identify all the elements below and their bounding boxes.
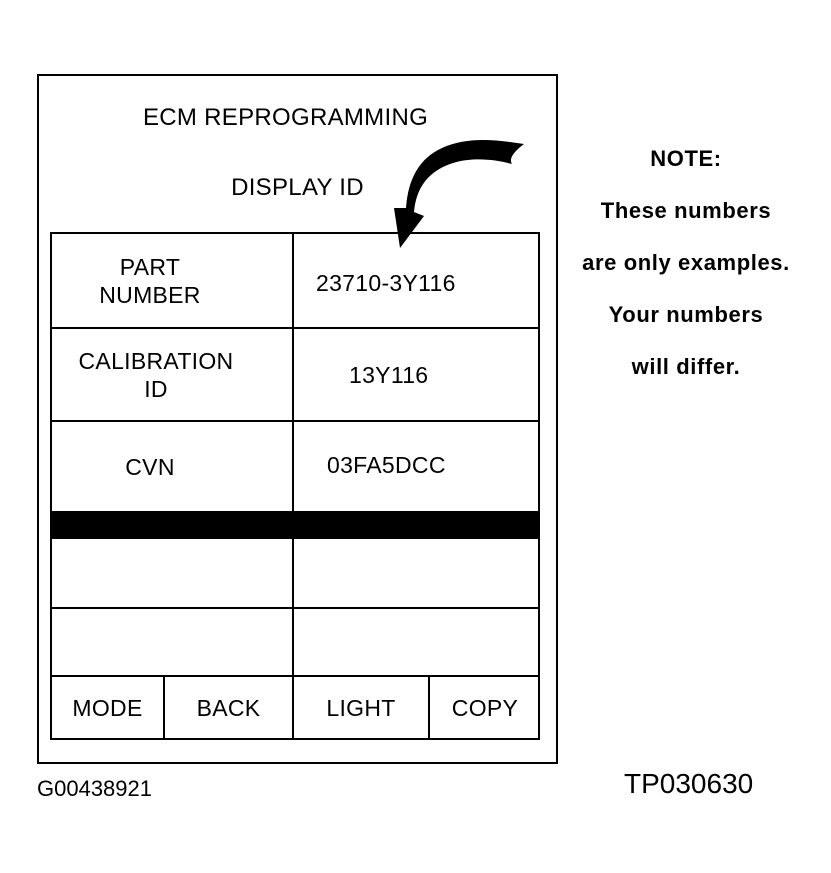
highlight-bar <box>52 511 538 539</box>
part-number-value-text: 23710-3Y116 <box>316 269 456 296</box>
part-number-label: PART NUMBER <box>52 234 292 327</box>
calibration-id-label: CALIBRATION ID <box>52 329 292 420</box>
row-divider <box>52 327 538 329</box>
note-line: These numbers <box>600 198 772 223</box>
copy-button[interactable]: COPY <box>430 677 540 738</box>
note-line: are only examples. <box>582 250 790 275</box>
back-button-label: BACK <box>196 694 261 721</box>
figure-id: G00438921 <box>37 776 152 801</box>
row-divider <box>52 607 538 609</box>
light-button[interactable]: LIGHT <box>294 677 428 738</box>
part-number-value: 23710-3Y116 <box>294 234 540 327</box>
part-number-label-text: PART NUMBER <box>99 253 201 308</box>
light-button-label: LIGHT <box>326 694 396 721</box>
button-divider <box>428 677 430 738</box>
cvn-label: CVN <box>52 422 292 511</box>
note-line: will differ. <box>631 354 741 379</box>
screen-title: ECM REPROGRAMMING <box>142 104 429 131</box>
empty-cell <box>52 539 292 607</box>
mode-button-label: MODE <box>72 694 143 721</box>
curved-arrow-icon <box>394 140 524 248</box>
id-table: PART NUMBER 23710-3Y116 CALIBRATION ID 1… <box>50 232 540 740</box>
back-button[interactable]: BACK <box>165 677 292 738</box>
row-divider <box>52 420 538 422</box>
button-divider <box>163 677 165 738</box>
cvn-value-text: 03FA5DCC <box>327 451 446 478</box>
screen-subtitle: DISPLAY ID <box>231 174 364 201</box>
column-divider <box>292 234 294 675</box>
empty-cell <box>52 609 292 675</box>
cvn-value: 03FA5DCC <box>294 422 540 511</box>
note-line: Your numbers <box>608 302 764 327</box>
empty-cell <box>294 609 540 675</box>
copy-button-label: COPY <box>451 694 519 721</box>
cvn-label-text: CVN <box>125 453 175 480</box>
empty-cell <box>294 539 540 607</box>
note-block: NOTE: These numbers are only examples. Y… <box>560 142 812 402</box>
mode-button[interactable]: MODE <box>52 677 163 738</box>
calibration-id-value-text: 13Y116 <box>349 361 429 388</box>
row-divider <box>52 675 538 677</box>
calibration-id-label-text: CALIBRATION ID <box>78 347 234 402</box>
calibration-id-value: 13Y116 <box>294 329 540 420</box>
button-divider <box>292 677 294 738</box>
note-heading: NOTE: <box>650 146 722 171</box>
device-screen: ECM REPROGRAMMING DISPLAY ID <box>37 74 558 764</box>
page-id: TP030630 <box>624 768 754 799</box>
